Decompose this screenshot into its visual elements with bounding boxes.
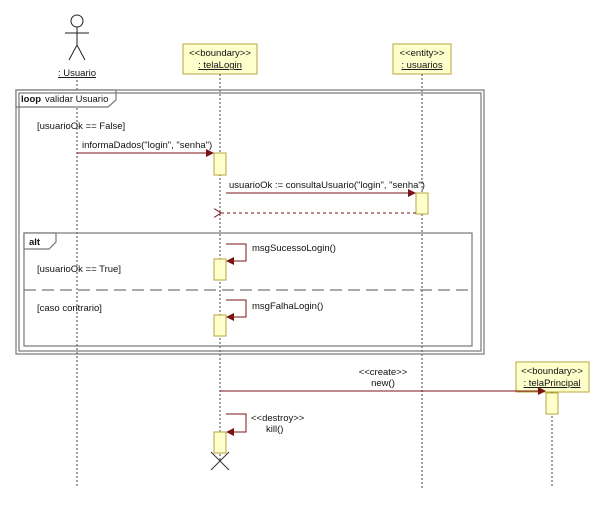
message-destroy[interactable]: <<destroy>> kill() [226,413,305,436]
stick-figure-icon [65,14,89,61]
activation-telaLogin-4 [213,431,227,454]
lifeline-stereotype: <<boundary>> [521,366,583,377]
lifeline-head-telaLogin[interactable]: <<boundary>> : telaLogin [182,43,258,75]
lifeline-name: : usuarios [401,60,442,71]
message-msgFalhaLogin[interactable]: msgFalhaLogin() [226,299,323,321]
actor-label: : Usuario [58,68,96,79]
loop-guard: [usuarioOk == False] [37,121,125,132]
message-label: informaDados("login", "senha") [82,140,212,151]
lifeline-stereotype: <<boundary>> [189,48,251,59]
lifeline-head-telaPrincipal[interactable]: <<boundary>> : telaPrincipal [515,361,590,393]
message-label: msgSucessoLogin() [252,243,336,254]
activation-telaLogin-1 [213,152,227,176]
alt-keyword: alt [29,237,41,248]
activation-usuarios-1 [415,192,429,215]
lifeline-name: : telaLogin [198,60,242,71]
alt-guard-2: [caso contrario] [37,303,102,314]
message-consultaUsuario[interactable]: usuarioOk := consultaUsuario("login", "s… [226,180,425,197]
destroy-call: kill() [266,424,283,435]
message-informaDados[interactable]: informaDados("login", "senha") [77,140,214,157]
destroy-x-icon [210,451,230,471]
destroy-stereotype: <<destroy>> [251,413,305,424]
lifeline-name: : telaPrincipal [523,378,580,389]
lifeline-head-usuarios[interactable]: <<entity>> : usuarios [392,43,452,75]
alt-guard-1: [usuarioOk == True] [37,264,121,275]
activation-telaPrincipal-1 [545,392,559,415]
create-call: new() [371,378,395,389]
lifeline-stereotype: <<entity>> [400,48,445,59]
create-stereotype: <<create>> [359,367,408,378]
actor-usuario[interactable]: : Usuario [58,14,96,79]
message-create[interactable]: <<create>> new() [220,367,546,395]
loop-keyword: loop [21,94,41,105]
message-label: msgFalhaLogin() [252,301,323,312]
activation-telaLogin-2 [213,258,227,281]
message-label: usuarioOk := consultaUsuario("login", "s… [229,180,425,191]
message-msgSucessoLogin[interactable]: msgSucessoLogin() [226,243,336,265]
activation-telaLogin-3 [213,314,227,337]
loop-fragment[interactable]: loop validar Usuario [usuarioOk == False… [15,89,485,355]
loop-inner-border [18,92,482,352]
alt-fragment[interactable]: alt [usuarioOk == True] [caso contrario] [23,232,473,347]
loop-label: validar Usuario [45,94,108,105]
